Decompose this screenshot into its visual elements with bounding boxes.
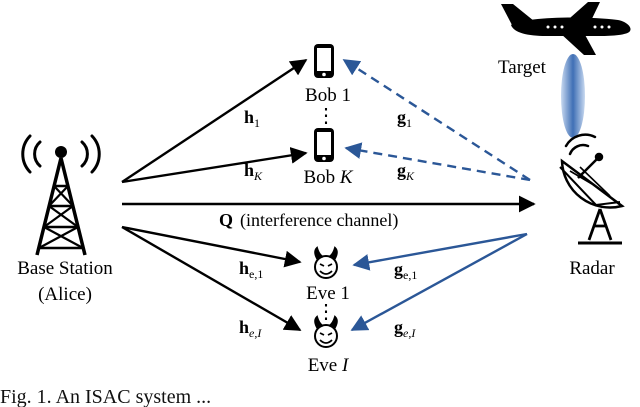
bob-ellipsis: ⋮ [316,105,336,127]
eve-ellipsis: ⋮ [316,301,336,323]
channel-label-g1: g1 [397,107,412,130]
radio-tower-icon [21,134,101,256]
link-geI [350,232,528,332]
transmit-links [121,58,536,332]
channel-label-heI: he,I [239,317,262,340]
channel-label-gK: gK [397,160,415,183]
channel-label-he1: he,1 [239,258,263,281]
radar-dish-icon [559,133,625,245]
link-gK [344,142,531,182]
radar-links [342,58,531,332]
eve-1-label: Eve 1 [306,283,350,304]
link-he1 [121,225,302,268]
radar-label: Radar [569,258,615,279]
devil-face-icon [314,246,338,279]
link-heI [121,225,302,332]
channel-label-ge1: ge,1 [394,259,417,282]
link-h1 [121,58,308,184]
devil-face-icon [314,315,338,348]
channel-label-Q: Q(interference channel) [219,210,398,231]
channel-label-hK: hK [244,160,263,183]
eve-i-label: Eve I [308,355,350,376]
bob-k-label: Bob K [303,167,353,188]
smartphone-icon [314,128,334,162]
airplane-icon [501,2,631,55]
link-ge1 [352,232,528,271]
link-g1 [342,58,531,182]
link-hK [121,147,308,184]
base-station-label: Base Station [17,258,113,279]
channel-label-h1: h1 [244,107,260,130]
channel-label-geI: ge,I [394,317,416,340]
smartphone-icon [314,44,334,78]
figure-caption: Fig. 1. An ISAC system ... [0,386,212,407]
bob-1-label: Bob 1 [305,85,351,106]
radar-beam [561,54,585,138]
alice-label: (Alice) [38,284,92,305]
target-label: Target [498,57,547,78]
